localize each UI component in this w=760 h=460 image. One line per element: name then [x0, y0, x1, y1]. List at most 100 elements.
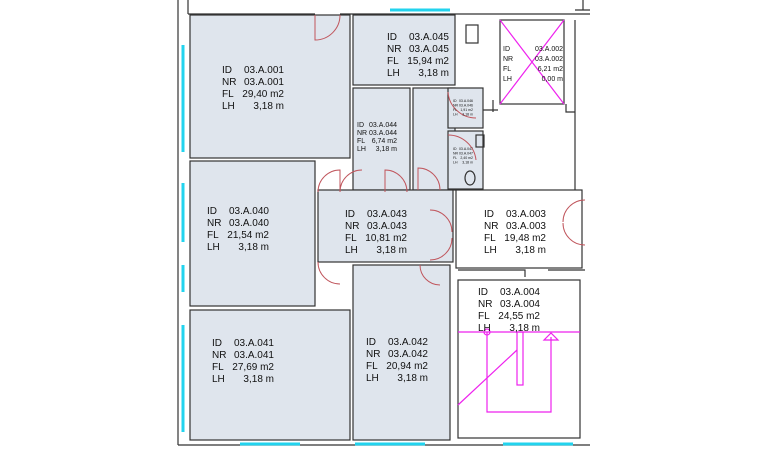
field-value-id: 03.A.044	[369, 122, 397, 129]
field-value-id: 03.A.043	[367, 209, 407, 220]
field-value-fl: 10,81 m2	[365, 233, 407, 244]
field-value-lh: 3,18 m	[462, 113, 473, 117]
field-key-fl: FL	[453, 108, 457, 112]
field-key-fl: FL	[212, 362, 224, 373]
field-value-id: 03.A.004	[500, 287, 540, 298]
field-key-nr: NR	[366, 349, 380, 360]
field-key-lh: LH	[453, 113, 458, 117]
field-key-nr: NR	[484, 221, 498, 232]
field-key-lh: LH	[366, 373, 379, 384]
field-key-fl: FL	[222, 89, 234, 100]
field-key-nr: NR	[222, 77, 236, 88]
field-value-nr: 03.A.042	[388, 349, 428, 360]
field-key-id: ID	[222, 65, 232, 76]
field-key-lh: LH	[207, 242, 220, 253]
field-value-lh: 3,18 m	[376, 245, 407, 256]
field-key-id: ID	[478, 287, 488, 298]
void-cross-icon	[499, 19, 565, 105]
room-03-A-003[interactable]	[455, 189, 583, 269]
field-key-id: ID	[366, 337, 376, 348]
field-value-lh: 3,18 m	[509, 323, 540, 334]
field-value-fl: 6,21 m2	[538, 66, 563, 73]
field-key-fl: FL	[366, 361, 378, 372]
field-value-id: 03.A.041	[234, 338, 274, 349]
field-key-nr: NR	[357, 130, 367, 137]
windows	[181, 8, 573, 446]
field-key-lh: LH	[387, 68, 400, 79]
field-value-nr: 03.A.046	[459, 104, 473, 108]
room-03-A-045[interactable]	[352, 14, 456, 86]
field-value-fl: 21,54 m2	[227, 230, 269, 241]
field-key-lh: LH	[484, 245, 497, 256]
field-value-fl: 15,94 m2	[407, 56, 449, 67]
field-key-fl: FL	[484, 233, 496, 244]
field-key-fl: FL	[503, 66, 511, 73]
field-key-fl: FL	[207, 230, 219, 241]
field-value-id: 03.A.001	[244, 65, 284, 76]
field-key-fl: FL	[345, 233, 357, 244]
field-key-lh: LH	[478, 323, 491, 334]
field-key-nr: NR	[478, 299, 492, 310]
field-value-lh: 3,18 m	[238, 242, 269, 253]
shaft-walls	[483, 20, 576, 255]
field-value-lh: 3,18 m	[418, 68, 449, 79]
field-value-fl: 1,91 m2	[460, 108, 473, 112]
field-value-lh: 3,18 m	[515, 245, 546, 256]
field-value-id: 03.A.047	[459, 147, 473, 151]
field-value-lh: 3,18 m	[376, 146, 398, 153]
field-value-fl: 20,94 m2	[386, 361, 428, 372]
field-key-lh: LH	[357, 146, 366, 153]
field-key-nr: NR	[453, 152, 459, 156]
field-key-fl: FL	[478, 311, 490, 322]
field-key-nr: NR	[345, 221, 359, 232]
walls	[177, 0, 590, 446]
field-key-lh: LH	[222, 101, 235, 112]
field-value-fl: 24,55 m2	[498, 311, 540, 322]
room-03-A-040[interactable]	[189, 160, 316, 307]
field-key-fl: FL	[387, 56, 399, 67]
field-key-lh: LH	[212, 374, 225, 385]
field-key-id: ID	[453, 147, 457, 151]
field-key-lh: LH	[503, 76, 512, 83]
field-key-id: ID	[212, 338, 222, 349]
room-03-A-042[interactable]	[352, 264, 451, 441]
field-value-fl: 19,48 m2	[504, 233, 546, 244]
field-value-nr: 03.A.002	[535, 56, 563, 63]
field-key-fl: FL	[357, 138, 365, 145]
field-value-fl: 2,40 m2	[460, 156, 473, 160]
field-value-nr: 03.A.045	[409, 44, 449, 55]
field-key-nr: NR	[387, 44, 401, 55]
field-key-lh: LH	[453, 161, 458, 165]
field-value-fl: 6,74 m2	[372, 138, 397, 145]
field-value-nr: 03.A.040	[229, 218, 269, 229]
field-value-nr: 03.A.001	[244, 77, 284, 88]
sink-icon	[475, 134, 485, 148]
field-value-id: 03.A.002	[535, 46, 563, 53]
field-key-lh: LH	[345, 245, 358, 256]
field-key-id: ID	[503, 46, 510, 53]
field-key-id: ID	[387, 32, 397, 43]
room-03-A-041[interactable]	[189, 309, 351, 441]
stair-icon	[457, 328, 580, 413]
field-key-id: ID	[207, 206, 217, 217]
field-key-nr: NR	[212, 350, 226, 361]
field-key-id: ID	[357, 122, 364, 129]
field-value-lh: 3,18 m	[243, 374, 274, 385]
field-key-nr: NR	[207, 218, 221, 229]
field-value-lh: 3,18 m	[462, 161, 473, 165]
field-key-id: ID	[345, 209, 355, 220]
field-key-nr: NR	[503, 56, 513, 63]
partition	[458, 269, 585, 277]
field-value-id: 03.A.042	[388, 337, 428, 348]
field-value-nr: 03.A.047	[459, 152, 473, 156]
